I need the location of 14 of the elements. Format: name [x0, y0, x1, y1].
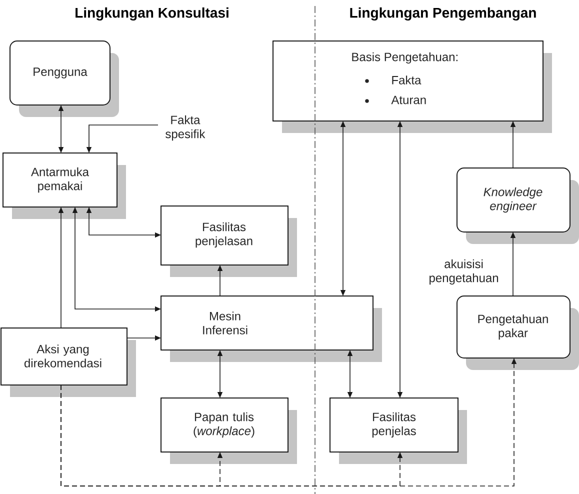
process-box: Mesin Inferensi [160, 296, 382, 362]
section-heading: Lingkungan Pengembangan [350, 7, 536, 21]
process-box: Papan tulis (workplace) [160, 398, 297, 464]
process-box: Basis Pengetahuan: Fakta Aturan [272, 40, 552, 133]
process-box: Fasilitas penjelas [330, 398, 467, 464]
text-label: Fakta spesifik [166, 115, 206, 141]
edge-label: akuisisi pengetahuan [422, 258, 505, 286]
rounded-box: Pengetahuan pakar [456, 296, 579, 370]
process-box: Aksi yang direkomendasi [0, 328, 136, 397]
rounded-box: Knowledge engineer [456, 168, 579, 244]
rounded-box: Pengguna [10, 40, 119, 117]
process-box: Antarmuka pemakai [2, 152, 126, 219]
section-heading: Lingkungan Konsultasi [76, 7, 228, 21]
process-box: Fasilitas penjelasan [160, 206, 297, 277]
